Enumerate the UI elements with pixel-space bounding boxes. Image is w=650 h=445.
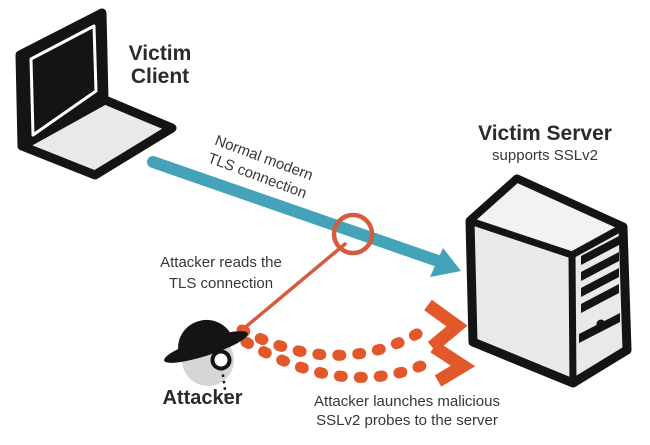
monocle-string bbox=[220, 367, 228, 398]
spy-bowler-hat-monocle-icon bbox=[164, 319, 248, 398]
interception-circle-icon bbox=[331, 212, 375, 256]
probes-label: Attacker launches malicious SSLv2 probes… bbox=[314, 393, 500, 429]
probe-arrow-lower bbox=[240, 336, 434, 383]
victim-server-sublabel: supports SSLv2 bbox=[492, 147, 598, 164]
probe-arrowhead-upper bbox=[424, 299, 468, 352]
server-vent-stripe bbox=[579, 313, 620, 343]
monocle-icon bbox=[210, 349, 232, 371]
server-tower-icon bbox=[465, 174, 632, 388]
server-drive-bay bbox=[581, 236, 619, 265]
victim-client-label: Victim Client bbox=[128, 42, 192, 88]
tls-arrowhead bbox=[430, 248, 461, 277]
server-drive-bay bbox=[581, 252, 619, 281]
attacker-reads-label: Attacker reads the TLS connection bbox=[160, 254, 282, 292]
probe-arrow-upper bbox=[236, 324, 428, 361]
server-drive-bay bbox=[581, 284, 619, 313]
tls-connection-arrow bbox=[147, 156, 461, 277]
server-drive-bay bbox=[581, 268, 619, 297]
laptop-icon bbox=[15, 8, 177, 180]
tls-arrow-shaft bbox=[147, 156, 444, 267]
probe-arrows bbox=[236, 299, 476, 387]
laptop-screen-bezel bbox=[29, 24, 98, 137]
probe-arrowhead-lower bbox=[430, 341, 476, 387]
bowler-hat-icon bbox=[164, 319, 248, 363]
laptop-screen bbox=[15, 8, 109, 151]
attacker-label: Attacker bbox=[162, 387, 243, 409]
tap-connection bbox=[240, 212, 375, 332]
victim-server-label: Victim Server bbox=[478, 122, 612, 145]
tap-line bbox=[240, 242, 347, 332]
server-front-edge bbox=[568, 254, 577, 384]
